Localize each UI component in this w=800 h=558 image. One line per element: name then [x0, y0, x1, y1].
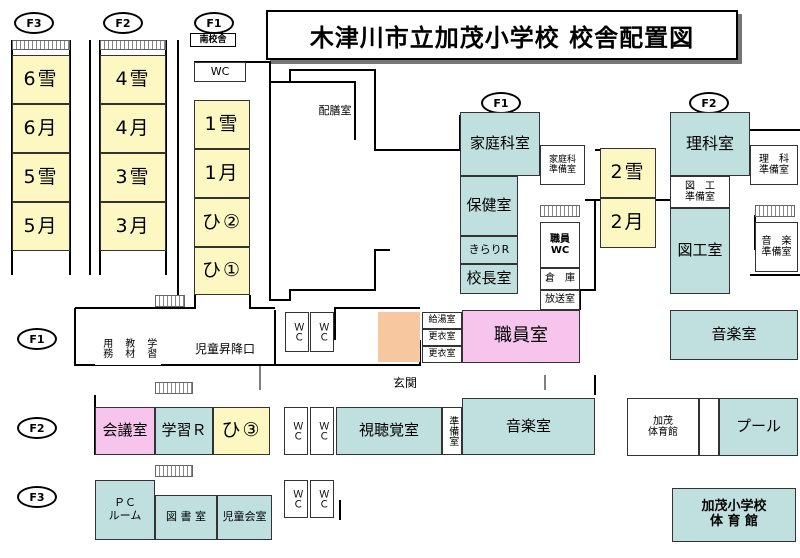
room-4mon: 4月: [100, 104, 166, 153]
room-1snow: 1雪: [194, 100, 250, 149]
room-wc-2a: ＷＣ: [284, 407, 308, 455]
page-title: 木津川市立加茂小学校 校舎配置図: [266, 10, 738, 60]
room-kateika-prep: 家庭科 準備室: [540, 145, 585, 185]
room-ongaku-south: 音楽室: [462, 398, 595, 455]
room-gym-label: 加茂 体育館: [627, 398, 699, 456]
stairs-icon: [755, 205, 795, 217]
room-kirari: きらりR: [460, 236, 518, 264]
room-rika-prep: 理 科 準備室: [750, 145, 798, 185]
room-wc-1b: ＷＣ: [310, 312, 334, 352]
room-hi2: ひ②: [194, 198, 250, 247]
stairs-icon: [155, 382, 193, 394]
floor-marker-f3: F3: [14, 12, 54, 34]
room-gym-divider: [699, 398, 719, 456]
room-hoso: 放送室: [540, 290, 580, 310]
room-gym-big: 加茂小学校 体 育 館: [672, 488, 796, 542]
room-junbi: 準備室: [442, 407, 462, 455]
room-zuko: 図工室: [670, 208, 730, 294]
room-gakushu-r: 学習Ｒ: [155, 407, 213, 455]
room-kyuto: 給湯室: [422, 312, 462, 329]
room-wc-2b: ＷＣ: [310, 407, 334, 455]
floor-marker-f3-row: F3: [17, 486, 57, 508]
room-jidokai: 児童会室: [217, 495, 272, 540]
room-wc: WC: [194, 62, 246, 82]
stairs-icon: [155, 465, 193, 477]
room-5snow: 5雪: [12, 153, 70, 202]
room-2mon: 2月: [600, 198, 656, 248]
room-zuko-prep: 図 工 準備室: [670, 176, 730, 208]
room-hi1: ひ①: [194, 247, 250, 295]
stairs-icon: [100, 40, 166, 50]
room-shokuin: 職員室: [462, 310, 580, 363]
room-1mon: 1月: [194, 149, 250, 198]
room-koui-2: 更衣室: [422, 346, 462, 363]
room-6mon: 6月: [12, 104, 70, 153]
south-building-label: 南校舎: [190, 33, 236, 47]
stairs-icon: [155, 295, 185, 307]
room-staff-wc: 職員 WC: [540, 222, 580, 268]
room-wc-3a: ＷＣ: [284, 480, 308, 518]
room-rika: 理科室: [670, 112, 750, 176]
room-ongaku-north: 音楽室: [670, 310, 798, 360]
room-soko: 倉 庫: [540, 268, 580, 290]
floor-marker-f2: F2: [103, 12, 143, 34]
room-gakushu: 学習: [139, 330, 161, 365]
room-wc-3b: ＷＣ: [310, 480, 334, 518]
room-tosho: 図 書 室: [155, 495, 217, 540]
room-orange: [378, 312, 420, 362]
stairs-icon: [12, 40, 70, 50]
room-kocho: 校長室: [460, 264, 518, 294]
room-6snow: 6雪: [12, 55, 70, 104]
room-haizen: 配膳室: [318, 104, 352, 117]
room-shichokaku: 視聴覚室: [336, 407, 442, 455]
floor-marker-f1: F1: [194, 12, 234, 34]
room-hi3: ひ③: [213, 407, 270, 455]
room-ongaku-prep: 音 楽 準備室: [755, 222, 798, 272]
room-yomu: 用務: [95, 330, 117, 365]
label-genkan: 玄関: [392, 376, 417, 390]
floor-marker-f2-row: F2: [17, 417, 57, 439]
room-pool: プール: [719, 398, 798, 456]
room-3snow: 3雪: [100, 153, 166, 202]
room-hoken: 保健室: [460, 176, 518, 236]
room-kaigi: 会議室: [95, 407, 155, 455]
room-kyozai: 教材: [117, 330, 139, 365]
room-koui-1: 更衣室: [422, 329, 462, 346]
room-jido-shokoguchi: 児童昇降口: [194, 342, 255, 356]
room-4snow: 4雪: [100, 55, 166, 104]
stairs-icon: [540, 205, 580, 217]
floor-marker-f1-row: F1: [17, 328, 57, 350]
room-wc-1a: ＷＣ: [285, 312, 309, 352]
room-5mon: 5月: [12, 202, 70, 251]
room-kateika: 家庭科室: [460, 112, 540, 176]
room-3mon: 3月: [100, 202, 166, 251]
room-2snow: 2雪: [600, 148, 656, 198]
room-pc: ＰＣ ルーム: [95, 480, 155, 540]
